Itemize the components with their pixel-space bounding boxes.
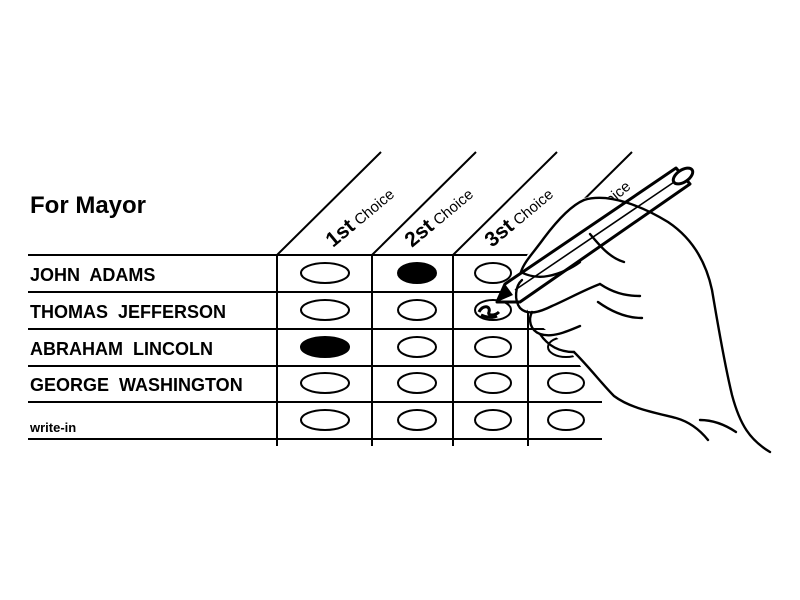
oval-empty[interactable] bbox=[397, 299, 437, 321]
ballot-title: For Mayor bbox=[30, 192, 146, 219]
candidate-name-adams: JOHN ADAMS bbox=[30, 265, 155, 285]
candidate-name-lincoln: ABRAHAM LINCOLN bbox=[30, 339, 213, 359]
oval-empty[interactable] bbox=[474, 409, 512, 431]
oval-empty[interactable] bbox=[300, 372, 350, 394]
oval-empty[interactable] bbox=[300, 262, 350, 284]
oval-empty[interactable] bbox=[397, 372, 437, 394]
oval-empty[interactable] bbox=[397, 409, 437, 431]
hand-shape bbox=[520, 196, 760, 600]
candidate-names: JOHN ADAMS THOMAS JEFFERSON ABRAHAM LINC… bbox=[29, 265, 243, 435]
oval-empty[interactable] bbox=[474, 372, 512, 394]
candidate-name-write-in: write-in bbox=[29, 420, 76, 435]
oval-empty[interactable] bbox=[547, 409, 585, 431]
oval-filled[interactable] bbox=[300, 336, 350, 358]
oval-empty[interactable] bbox=[474, 262, 512, 284]
oval-partial-mark bbox=[477, 305, 501, 319]
oval-empty[interactable] bbox=[397, 336, 437, 358]
candidate-name-washington: GEORGE WASHINGTON bbox=[30, 375, 243, 395]
oval-empty[interactable] bbox=[474, 336, 512, 358]
oval-empty[interactable] bbox=[300, 409, 350, 431]
oval-empty[interactable] bbox=[300, 299, 350, 321]
candidate-name-jefferson: THOMAS JEFFERSON bbox=[30, 302, 226, 322]
oval-empty[interactable] bbox=[547, 372, 585, 394]
hand-holding-pencil bbox=[495, 166, 772, 600]
oval-filled[interactable] bbox=[397, 262, 437, 284]
